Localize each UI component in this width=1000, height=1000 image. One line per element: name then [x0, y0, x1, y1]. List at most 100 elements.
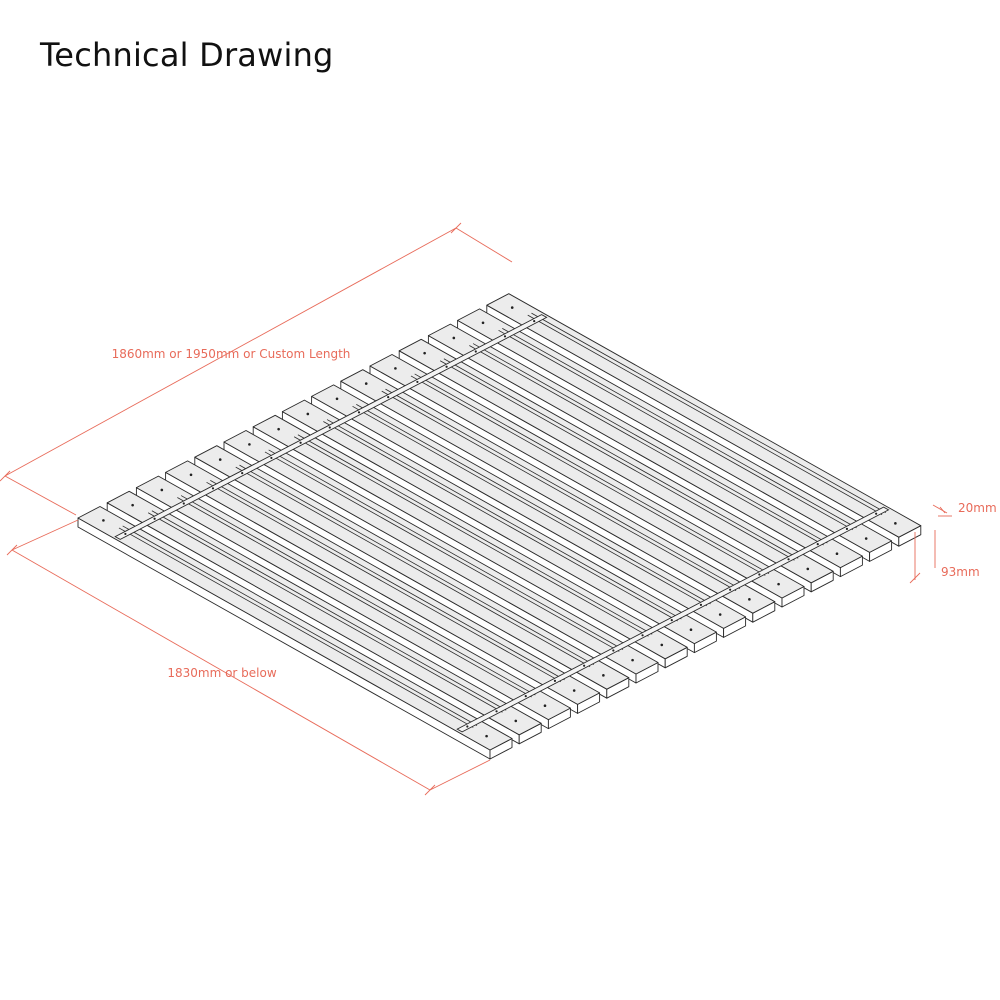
- slat-top-face: [398, 338, 834, 584]
- slat: [135, 475, 571, 730]
- binding-strip-body: [456, 506, 890, 733]
- staple-dot: [387, 396, 390, 399]
- screw-dot: [481, 321, 485, 325]
- slat-groove: [264, 451, 620, 652]
- slat-top-face: [340, 369, 776, 614]
- slat-top-face: [311, 384, 747, 629]
- screw-dot: [777, 582, 780, 586]
- screw-dot: [189, 473, 193, 477]
- slat: [457, 308, 893, 562]
- staple-dot: [583, 664, 586, 667]
- screw-dot: [748, 598, 751, 601]
- screw-dot: [277, 427, 280, 431]
- staple-dot: [328, 426, 331, 429]
- staple-dot: [211, 487, 215, 490]
- screw-dot: [894, 522, 897, 525]
- staple-dot: [503, 335, 507, 338]
- slat-groove: [381, 390, 737, 591]
- length-extension-line: [4, 475, 77, 516]
- screw-dot: [514, 719, 518, 723]
- length-extension-line: [455, 227, 513, 263]
- slat-groove: [443, 358, 799, 559]
- slat: [252, 414, 688, 669]
- slat-groove: [439, 360, 795, 561]
- staple-dot: [758, 573, 761, 576]
- staple-dot: [445, 365, 448, 368]
- staple-dot: [729, 588, 732, 591]
- slat-groove: [385, 388, 740, 590]
- staple-dot: [875, 512, 878, 515]
- slat: [427, 323, 863, 578]
- width-extension-line: [11, 519, 79, 551]
- staple-dot: [495, 710, 498, 713]
- staple-dot: [357, 411, 361, 414]
- staple-dot: [524, 694, 527, 698]
- slat-groove: [151, 510, 507, 711]
- screw-dot: [543, 704, 547, 708]
- slat-groove: [498, 329, 854, 531]
- binding-strip-right: [456, 506, 890, 733]
- screw-dot: [364, 382, 368, 385]
- slat-top-face: [135, 475, 571, 721]
- length-dimension-line: [4, 227, 457, 477]
- staple-dot: [241, 472, 244, 475]
- slat-top-face: [223, 430, 659, 675]
- page-title: Technical Drawing: [40, 36, 334, 74]
- slat-groove: [206, 481, 562, 683]
- length-dimension-label: 1860mm or 1950mm or Custom Length: [112, 347, 351, 361]
- staple-dot: [670, 618, 673, 622]
- slat: [311, 384, 747, 638]
- staple-dot: [416, 380, 419, 384]
- screw-dot: [218, 458, 222, 461]
- screw-dot: [835, 552, 839, 556]
- screw-dot: [510, 306, 514, 309]
- slat: [369, 354, 805, 608]
- screw-dot: [394, 367, 397, 370]
- slat-groove: [268, 449, 624, 650]
- slat-groove: [352, 405, 708, 607]
- slat-top-face: [252, 414, 688, 660]
- slat-top-face: [106, 490, 542, 736]
- slat: [194, 445, 630, 699]
- slat-top-face: [486, 293, 922, 538]
- slat-groove: [502, 328, 857, 529]
- screw-dot: [660, 643, 664, 647]
- slat: [77, 506, 513, 760]
- slat-groove: [323, 421, 678, 622]
- slat-groove: [527, 314, 883, 515]
- staple-dot: [153, 517, 156, 520]
- screw-dot: [452, 336, 456, 340]
- slat-groove: [239, 464, 594, 666]
- slat-groove: [297, 434, 653, 635]
- slats-group: [77, 293, 922, 760]
- screw-dot: [602, 674, 605, 677]
- slat: [398, 338, 834, 593]
- screw-dot: [864, 537, 868, 540]
- staple-dot: [270, 456, 273, 460]
- staple-dot: [299, 441, 302, 444]
- staple-dot: [466, 725, 469, 728]
- staple-dot: [124, 532, 127, 536]
- screw-dot: [335, 397, 339, 401]
- slat-top-face: [165, 460, 601, 705]
- staple-dot: [553, 679, 557, 682]
- staple-dot: [533, 320, 536, 323]
- staple-dot: [699, 603, 703, 606]
- binding-strips-group: [114, 314, 890, 733]
- slat-groove: [469, 345, 824, 546]
- slat-groove: [118, 527, 474, 728]
- staple-dot: [474, 350, 477, 353]
- slat-top-face: [369, 354, 805, 599]
- thickness-dimension-tick: [939, 506, 946, 514]
- slat: [165, 460, 601, 714]
- slat-groove: [293, 436, 649, 637]
- screw-dot: [102, 519, 105, 522]
- slat-groove: [180, 495, 536, 696]
- screw-dot: [306, 412, 310, 416]
- slat-width-dimension-label: 93mm: [941, 565, 980, 579]
- slat-top-face: [194, 445, 630, 690]
- thickness-dimension-label: 20mm: [958, 501, 997, 515]
- binding-strip-body: [114, 314, 548, 540]
- width-dimension-label: 1830mm or below: [167, 666, 276, 680]
